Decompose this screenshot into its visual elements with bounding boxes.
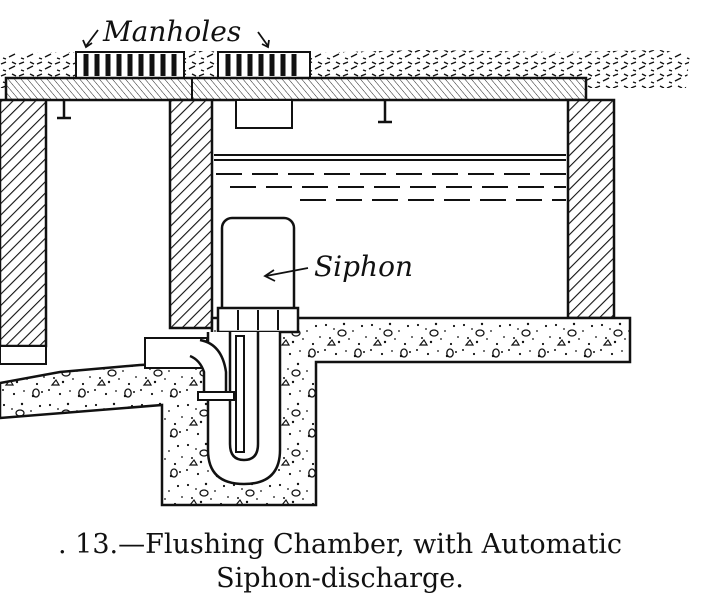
left-wall [0,98,48,348]
water-level-lines [214,154,566,201]
right-wall [566,98,616,320]
siphon-label: Siphon [314,250,413,283]
left-ledge [0,345,47,365]
center-wall [168,98,214,330]
manhole-box [235,99,293,129]
manhole-left-grating [75,51,185,79]
figure-caption: . 13.—Flushing Chamber, with Automatic S… [0,528,710,596]
siphon-dip-pipe [235,335,245,453]
chamber-floor [0,316,632,507]
outlet-joint [197,391,235,401]
siphon-bell [220,216,296,320]
cover-slab [4,76,588,102]
manholes-arrows [82,29,270,49]
siphon-arrow [263,267,309,282]
caption-line-2: Siphon-discharge. [216,563,464,594]
t-hanger-left [57,100,71,120]
manhole-right-grating [217,51,311,79]
t-hanger-right [378,100,392,124]
manholes-label: Manholes [102,15,241,48]
caption-line-1: . 13.—Flushing Chamber, with Automatic [58,529,622,560]
